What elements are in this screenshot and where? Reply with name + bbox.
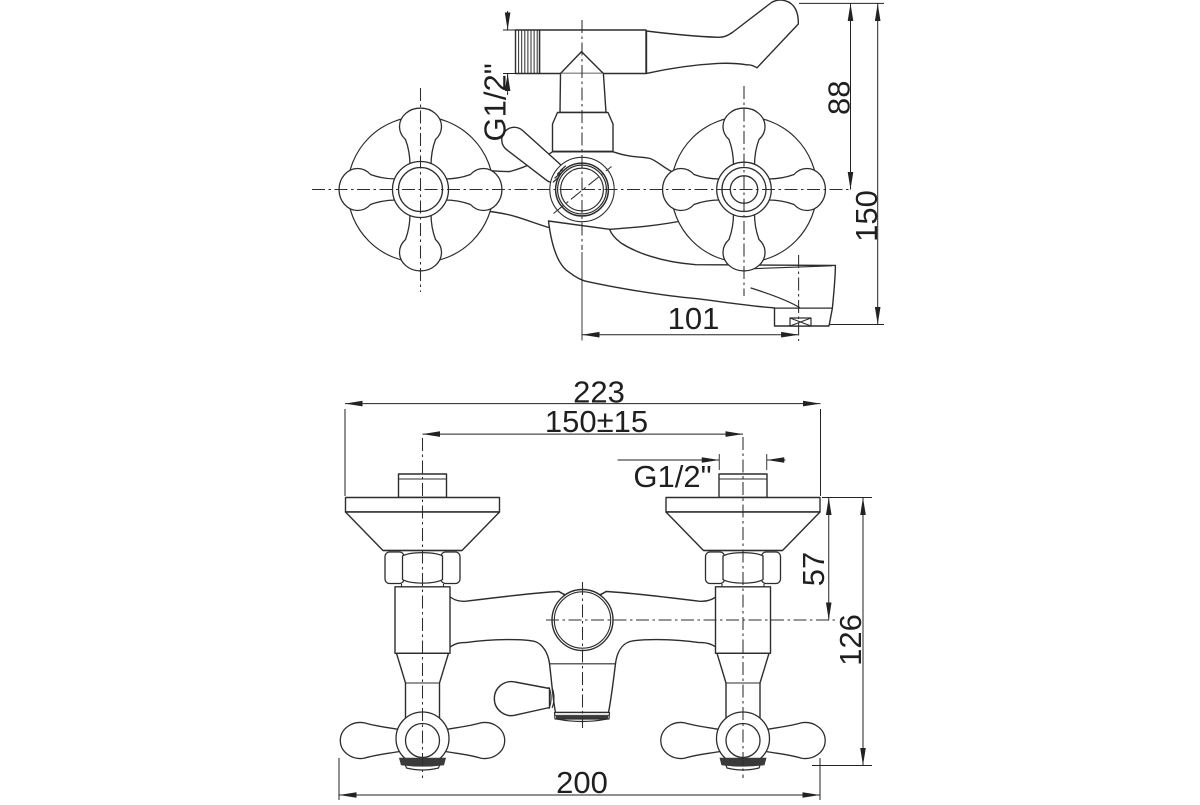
svg-text:150: 150 xyxy=(849,190,884,242)
svg-text:150±15: 150±15 xyxy=(545,404,648,439)
svg-text:126: 126 xyxy=(833,614,868,666)
svg-text:G1/2": G1/2" xyxy=(633,459,711,494)
svg-text:223: 223 xyxy=(573,375,625,410)
svg-text:57: 57 xyxy=(796,552,831,586)
svg-text:G1/2": G1/2" xyxy=(478,63,513,141)
svg-text:101: 101 xyxy=(668,301,720,336)
svg-text:88: 88 xyxy=(822,80,857,114)
svg-text:200: 200 xyxy=(556,765,608,800)
